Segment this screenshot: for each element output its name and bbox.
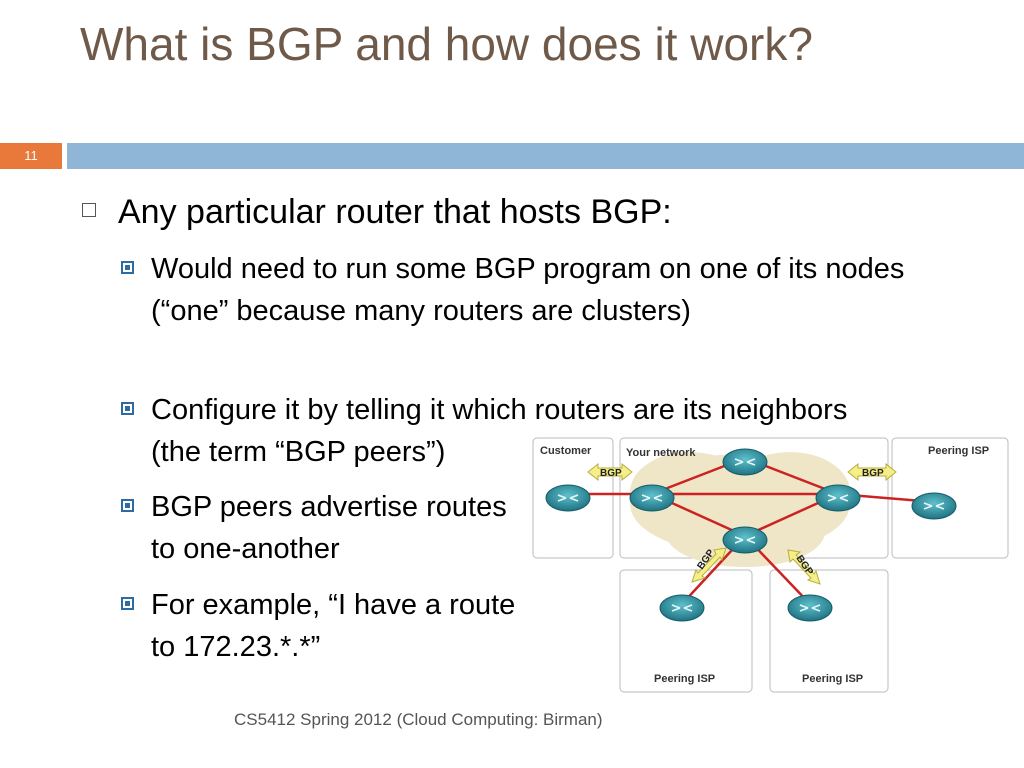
- router-icon: [659, 594, 705, 622]
- sub-bullet-4-text: For example, “I have a route to 172.23.*…: [151, 589, 516, 663]
- bgp-network-diagram: Customer Your network Peering ISP Peerin…: [530, 432, 1010, 694]
- bgp-arrow-right-icon: [847, 462, 897, 482]
- peering-isp-bottom-right-label: Peering ISP: [802, 673, 863, 685]
- router-icon: [629, 484, 675, 512]
- bgp-network-svg: Customer Your network Peering ISP Peerin…: [532, 437, 1009, 693]
- sub-bullet-2-text: Configure it by telling it which routers…: [151, 394, 848, 468]
- router-icon: [787, 594, 833, 622]
- sub-bullet-3: BGP peers advertise routes to one-anothe…: [121, 486, 521, 570]
- peering-isp-right-label: Peering ISP: [928, 445, 989, 457]
- bgp-label-left: BGP: [600, 468, 622, 479]
- sub-bullet-1: Would need to run some BGP program on on…: [121, 248, 971, 332]
- slide-title: What is BGP and how does it work?: [80, 18, 813, 70]
- customer-label: Customer: [540, 445, 592, 457]
- router-icon: [815, 484, 861, 512]
- bullet-main: Any particular router that hosts BGP:: [82, 192, 672, 232]
- router-icon: [722, 526, 768, 554]
- square-bullet-icon: [121, 499, 134, 512]
- title-rule-bar: [67, 143, 1024, 169]
- router-icon: [911, 492, 957, 520]
- your-network-label: Your network: [626, 447, 696, 459]
- router-markings: [557, 458, 945, 612]
- bullet-main-text: Any particular router that hosts BGP:: [118, 193, 672, 231]
- sub-bullet-1-text: Would need to run some BGP program on on…: [151, 253, 905, 327]
- bgp-label-right: BGP: [862, 468, 884, 479]
- routers: [545, 448, 957, 622]
- square-bullet-icon: [121, 597, 134, 610]
- router-icon: [722, 448, 768, 476]
- network-cloud: [630, 452, 850, 567]
- bgp-arrow-left-icon: [587, 462, 633, 482]
- sub-bullet-3-text: BGP peers advertise routes to one-anothe…: [151, 491, 507, 565]
- bgp-arrow-bottom-left-icon: [691, 547, 727, 583]
- slide-footer: CS5412 Spring 2012 (Cloud Computing: Bir…: [234, 710, 603, 729]
- square-bullet-icon: [121, 402, 134, 415]
- hollow-square-bullet-icon: [82, 203, 96, 218]
- bgp-arrows: [587, 462, 897, 585]
- peering-isp-bottom-left-panel: [619, 569, 753, 693]
- sub-bullet-4: For example, “I have a route to 172.23.*…: [121, 584, 521, 668]
- square-bullet-icon: [121, 261, 134, 274]
- router-icon: [545, 484, 591, 512]
- bgp-arrow-bottom-right-icon: [787, 549, 821, 585]
- slide-number: 11: [0, 143, 62, 169]
- peering-isp-bottom-left-label: Peering ISP: [654, 673, 715, 685]
- sub-bullet-2: Configure it by telling it which routers…: [121, 389, 891, 473]
